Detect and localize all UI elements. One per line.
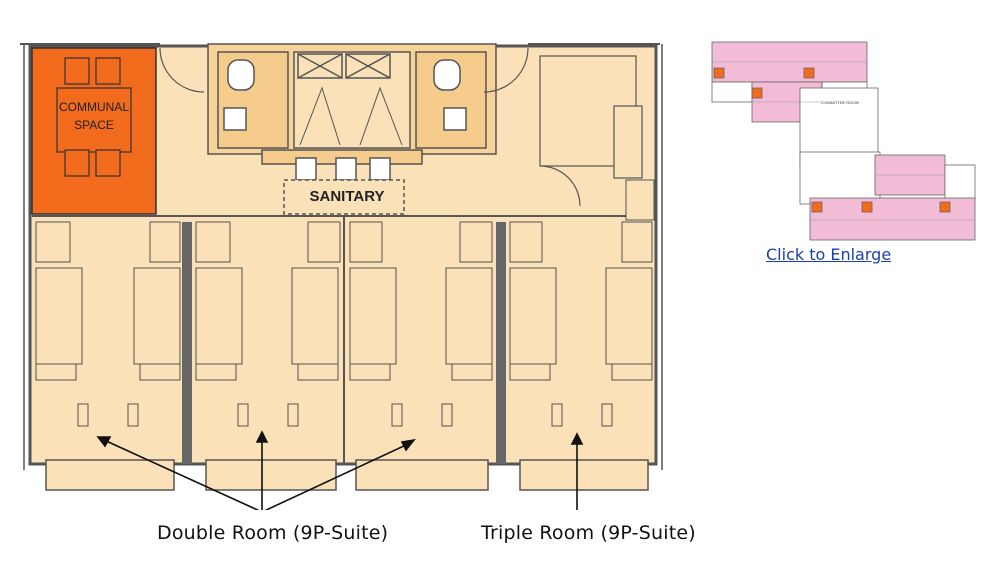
room-furniture (35, 179, 655, 427)
annotation-arrows (96, 430, 584, 510)
double-room-caption: Double Room (9P-Suite) (157, 522, 389, 544)
sanitary-block (207, 43, 497, 215)
communal-table (56, 57, 132, 177)
partition-2 (496, 222, 506, 464)
partition-1 (182, 222, 192, 464)
floor-plan: COMMUNAL SPACE SANITARY (20, 43, 663, 510)
floor-thumbnail[interactable]: COMMITTEE ROOM (700, 40, 985, 245)
thumb-room-label: COMMITTEE ROOM (821, 100, 859, 105)
bay-windows (45, 459, 649, 491)
communal-label-2: SPACE (74, 118, 114, 132)
sanitary-label: SANITARY (310, 188, 385, 205)
click-to-enlarge-link[interactable]: Click to Enlarge (766, 245, 892, 264)
communal-label-1: COMMUNAL (59, 100, 129, 114)
communal-space (31, 47, 157, 215)
triple-room-caption: Triple Room (9P-Suite) (481, 522, 696, 544)
